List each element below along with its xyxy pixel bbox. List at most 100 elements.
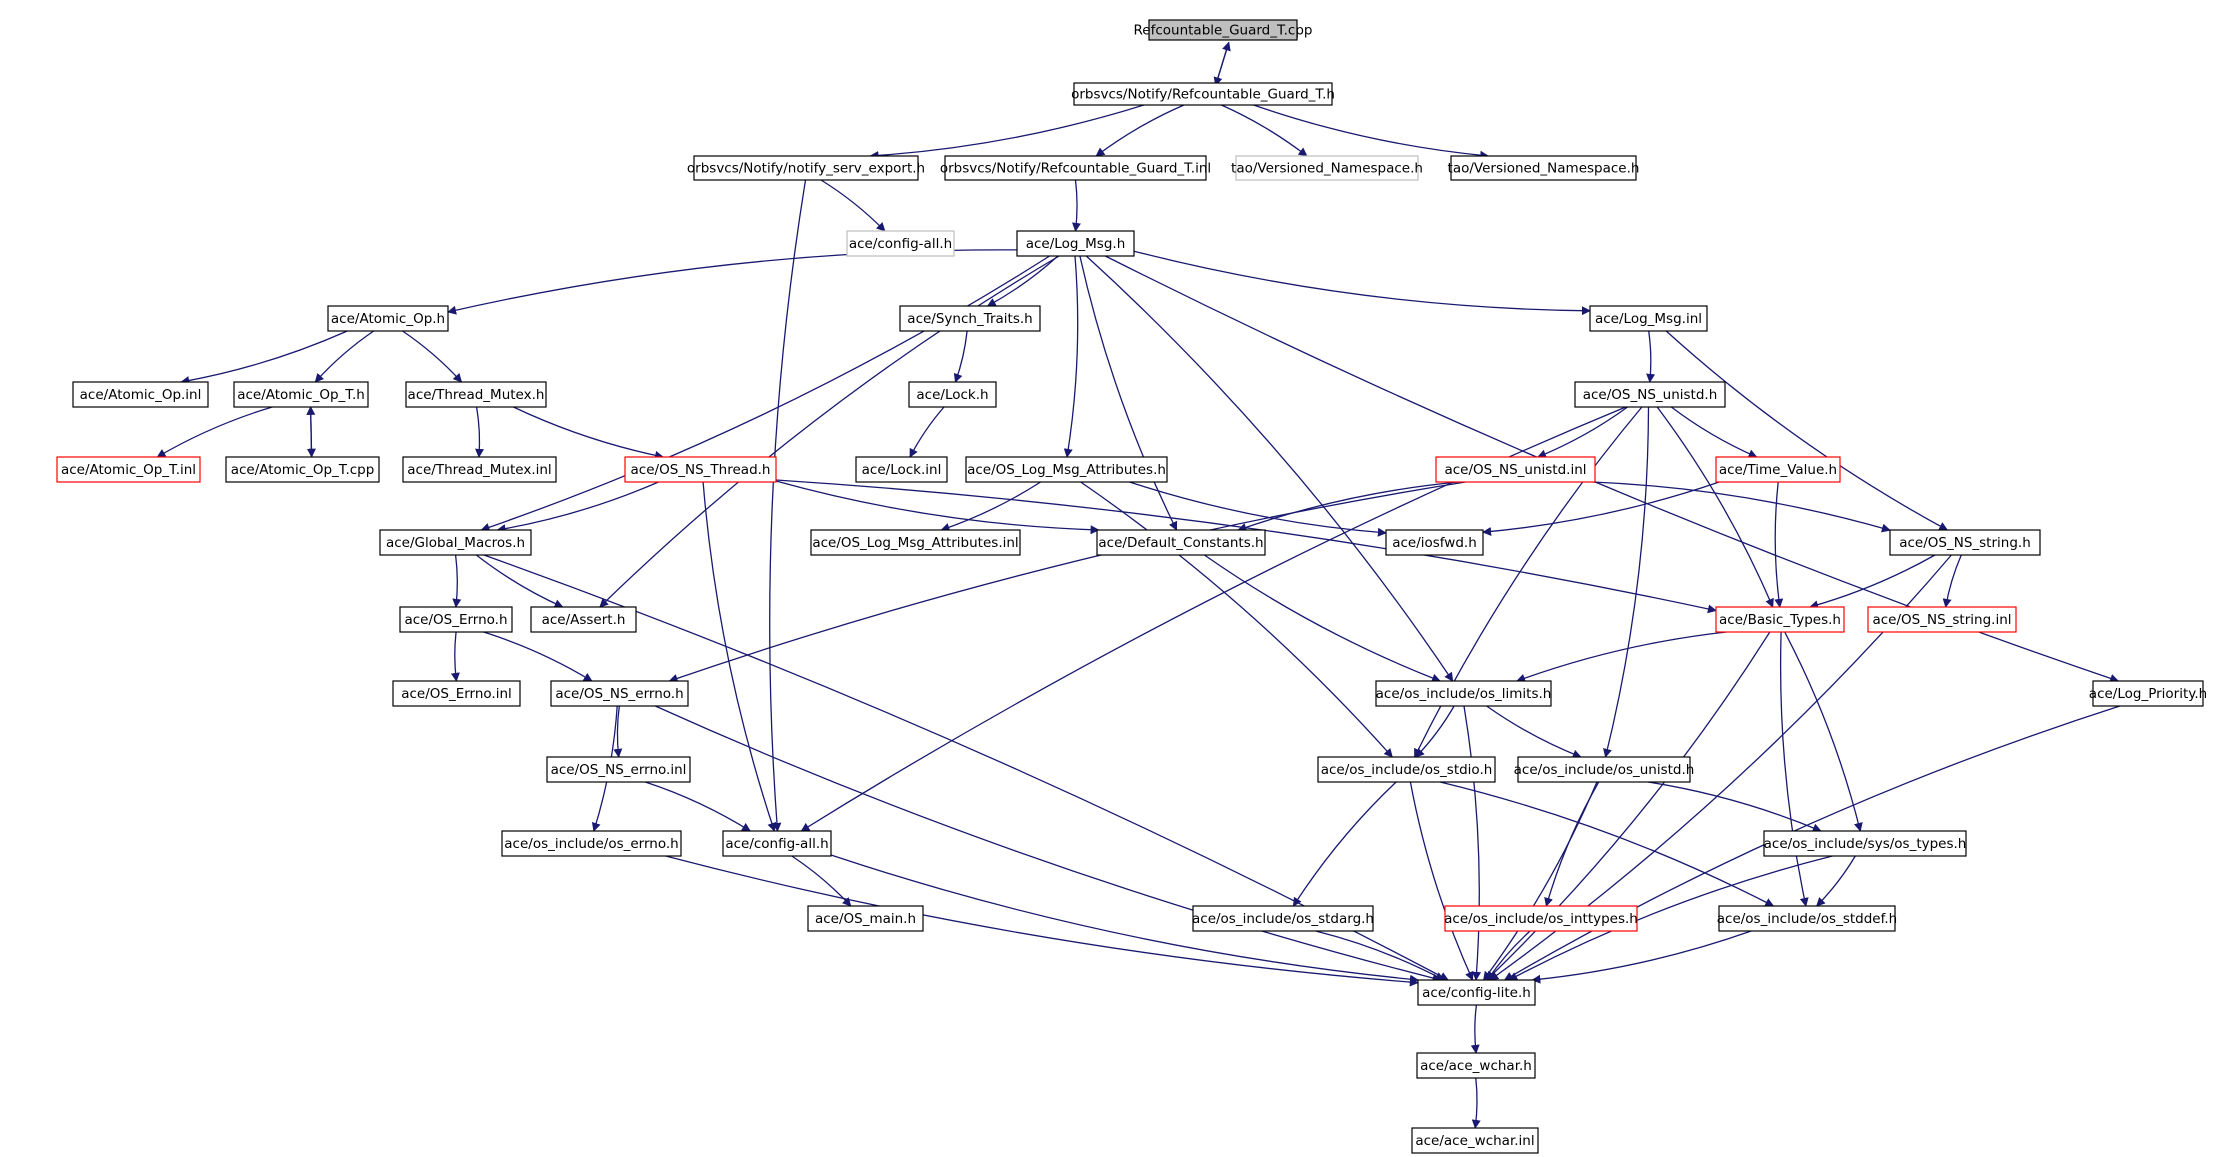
node-ace-default-constants-h[interactable]: ace/Default_Constants.h <box>1096 529 1266 556</box>
node-tao-versioned-namespace-h[interactable]: tao/Versioned_Namespace.h <box>1448 155 1640 181</box>
node-ace-os-errno-inl[interactable]: ace/OS_Errno.inl <box>392 680 521 707</box>
node-label: ace/OS_NS_unistd.inl <box>1444 462 1586 478</box>
node-label: orbsvcs/Notify/Refcountable_Guard_T.h <box>1071 87 1335 103</box>
node-box <box>56 456 201 483</box>
node-ace-log-msg-inl[interactable]: ace/Log_Msg.inl <box>1589 305 1708 332</box>
node-ace-ace-wchar-h[interactable]: ace/ace_wchar.h <box>1416 1052 1536 1079</box>
node-ace-os-include-os-stdio-h[interactable]: ace/os_include/os_stdio.h <box>1317 756 1496 783</box>
edge-ace-log-msg-h-to-ace-os-include-os-limits-h <box>1085 255 1454 682</box>
edge-ace-atomic-op-h-to-ace-thread-mutex-h <box>402 330 463 383</box>
node-ace-os-main-h[interactable]: ace/OS_main.h <box>807 905 924 932</box>
node-ace-time-value-h[interactable]: ace/Time_Value.h <box>1715 456 1841 483</box>
node-label: ace/OS_NS_string.inl <box>1872 612 2011 628</box>
edge-ace-os-errno-h-to-ace-os-errno-inl <box>450 631 460 682</box>
node-orbsvcs-notify-refcountable-guard-t-h[interactable]: orbsvcs/Notify/Refcountable_Guard_T.h <box>1071 82 1335 106</box>
node-box <box>624 456 777 483</box>
node-ace-log-msg-h[interactable]: ace/Log_Msg.h <box>1016 230 1135 257</box>
node-orbsvcs-notify-refcountable-guard-t-inl[interactable]: orbsvcs/Notify/Refcountable_Guard_T.inl <box>940 155 1211 181</box>
node-box <box>1574 381 1726 408</box>
node-box <box>530 606 637 633</box>
node-ace-config-all-h[interactable]: ace/config-all.h <box>722 830 832 857</box>
node-label: ace/Synch_Traits.h <box>907 311 1032 327</box>
node-ace-os-include-os-stddef-h[interactable]: ace/os_include/os_stddef.h <box>1717 905 1897 932</box>
node-ace-atomic-op-t-inl[interactable]: ace/Atomic_Op_T.inl <box>56 456 201 483</box>
edge-orbsvcs-notify-notify-serv-export-h-to-ace-config-all-h <box>769 179 807 832</box>
edge-ace-os-include-os-stddef-h-to-ace-config-lite-h <box>1531 930 1752 984</box>
node-ace-config-lite-h[interactable]: ace/config-lite.h <box>1417 979 1536 1006</box>
node-ace-atomic-op-t-h[interactable]: ace/Atomic_Op_T.h <box>233 381 369 408</box>
node-tao-versioned-namespace-h[interactable]: tao/Versioned_Namespace.h <box>1231 155 1423 181</box>
node-ace-os-ns-string-h[interactable]: ace/OS_NS_string.h <box>1889 529 2041 556</box>
node-orbsvcs-notify-notify-serv-export-h[interactable]: orbsvcs/Notify/notify_serv_export.h <box>687 155 925 181</box>
edge-ace-time-value-h-to-ace-iosfwd-h <box>1482 481 1720 536</box>
node-ace-assert-h[interactable]: ace/Assert.h <box>530 606 637 633</box>
node-ace-lock-h[interactable]: ace/Lock.h <box>908 381 997 408</box>
node-refcountable-guard-t-cpp[interactable]: Refcountable_Guard_T.cpp <box>1134 19 1313 41</box>
edge-ace-config-all-h-to-ace-os-main-h <box>791 855 852 907</box>
edge-ace-os-include-os-limits-h-to-ace-os-include-os-unistd-h <box>1486 705 1582 759</box>
node-ace-os-ns-unistd-h[interactable]: ace/OS_NS_unistd.h <box>1574 381 1726 408</box>
node-label: ace/OS_Log_Msg_Attributes.inl <box>812 535 1018 551</box>
edge-ace-atomic-op-t-h-to-ace-atomic-op-t-inl <box>156 406 273 458</box>
node-label: ace/OS_NS_unistd.h <box>1583 387 1718 403</box>
node-label: ace/Log_Msg.h <box>1026 236 1126 252</box>
node-ace-os-include-os-unistd-h[interactable]: ace/os_include/os_unistd.h <box>1514 756 1695 783</box>
node-ace-os-log-msg-attributes-h[interactable]: ace/OS_Log_Msg_Attributes.h <box>965 456 1168 483</box>
edge-ace-os-ns-unistd-inl-to-ace-default-constants-h <box>1237 481 1459 532</box>
node-ace-config-all-h[interactable]: ace/config-all.h <box>846 230 955 257</box>
node-ace-os-include-os-errno-h[interactable]: ace/os_include/os_errno.h <box>501 830 682 857</box>
node-ace-os-log-msg-attributes-inl[interactable]: ace/OS_Log_Msg_Attributes.inl <box>810 529 1021 556</box>
edge-ace-os-ns-errno-inl-to-ace-config-all-h <box>645 781 751 832</box>
node-ace-ace-wchar-inl[interactable]: ace/ace_wchar.inl <box>1411 1127 1539 1154</box>
node-ace-os-include-sys-os-types-h[interactable]: ace/os_include/sys/os_types.h <box>1763 830 1967 857</box>
node-label: orbsvcs/Notify/Refcountable_Guard_T.inl <box>940 161 1211 177</box>
edge-ace-log-msg-h-to-ace-atomic-op-h <box>447 249 1018 315</box>
edge-ace-atomic-op-h-to-ace-atomic-op-t-h <box>314 330 375 383</box>
node-box <box>1417 979 1536 1006</box>
node-ace-os-include-os-stdarg-h[interactable]: ace/os_include/os_stdarg.h <box>1192 905 1374 932</box>
node-ace-os-ns-unistd-inl[interactable]: ace/OS_NS_unistd.inl <box>1435 456 1596 483</box>
node-box <box>72 381 209 408</box>
edge-ace-lock-h-to-ace-lock-inl <box>909 406 945 458</box>
edge-ace-log-msg-h-to-ace-default-constants-h <box>1079 255 1178 531</box>
node-label: orbsvcs/Notify/notify_serv_export.h <box>687 161 925 177</box>
edge-ace-log-msg-h-to-ace-synch-traits-h <box>986 255 1059 307</box>
node-label: ace/iosfwd.h <box>1392 535 1477 551</box>
node-label: ace/OS_Log_Msg_Attributes.h <box>967 462 1166 478</box>
node-ace-os-ns-string-inl[interactable]: ace/OS_NS_string.inl <box>1867 606 2017 633</box>
node-ace-os-ns-errno-inl[interactable]: ace/OS_NS_errno.inl <box>546 756 691 783</box>
node-ace-atomic-op-h[interactable]: ace/Atomic_Op.h <box>327 305 449 332</box>
node-label: ace/os_include/sys/os_types.h <box>1764 836 1967 852</box>
node-ace-os-ns-thread-h[interactable]: ace/OS_NS_Thread.h <box>624 456 777 483</box>
edge-ace-os-ns-unistd-h-to-ace-os-include-os-stdio-h <box>1414 406 1643 758</box>
node-ace-thread-mutex-h[interactable]: ace/Thread_Mutex.h <box>405 381 547 408</box>
node-ace-atomic-op-t-cpp[interactable]: ace/Atomic_Op_T.cpp <box>225 456 380 483</box>
node-ace-lock-inl[interactable]: ace/Lock.inl <box>855 456 948 483</box>
edge-ace-os-ns-unistd-inl-to-ace-os-ns-string-h <box>1592 481 1891 533</box>
node-box <box>1715 456 1841 483</box>
node-label: ace/os_include/os_stddef.h <box>1717 911 1897 927</box>
node-ace-os-ns-errno-h[interactable]: ace/OS_NS_errno.h <box>550 680 689 707</box>
node-ace-iosfwd-h[interactable]: ace/iosfwd.h <box>1385 529 1484 556</box>
edge-ace-os-ns-string-h-to-ace-basic-types-h <box>1809 554 1936 610</box>
node-box <box>944 155 1207 181</box>
node-ace-global-macros-h[interactable]: ace/Global_Macros.h <box>379 529 532 556</box>
node-ace-os-include-os-inttypes-h[interactable]: ace/os_include/os_inttypes.h <box>1444 905 1638 932</box>
node-box <box>1867 606 2017 633</box>
node-box <box>855 456 948 483</box>
edge-ace-os-ns-errno-h-to-ace-os-ns-errno-inl <box>613 705 623 758</box>
node-label: ace/Time_Value.h <box>1719 462 1837 478</box>
node-ace-basic-types-h[interactable]: ace/Basic_Types.h <box>1715 606 1845 633</box>
node-ace-thread-mutex-inl[interactable]: ace/Thread_Mutex.inl <box>402 456 557 483</box>
node-label: ace/Default_Constants.h <box>1098 535 1263 551</box>
node-ace-log-priority-h[interactable]: ace/Log_Priority.h <box>2089 680 2207 707</box>
node-ace-synch-traits-h[interactable]: ace/Synch_Traits.h <box>899 305 1041 332</box>
node-box <box>1416 1052 1536 1079</box>
edge-ace-default-constants-h-to-ace-os-include-os-limits-h <box>1204 554 1441 683</box>
node-box <box>1517 756 1691 783</box>
node-ace-os-include-os-limits-h[interactable]: ace/os_include/os_limits.h <box>1375 680 1552 707</box>
node-ace-atomic-op-inl[interactable]: ace/Atomic_Op.inl <box>72 381 209 408</box>
node-label: ace/Thread_Mutex.inl <box>407 462 551 478</box>
node-ace-os-errno-h[interactable]: ace/OS_Errno.h <box>399 606 513 633</box>
edge-ace-basic-types-h-to-ace-os-include-sys-os-types-h <box>1784 631 1863 832</box>
